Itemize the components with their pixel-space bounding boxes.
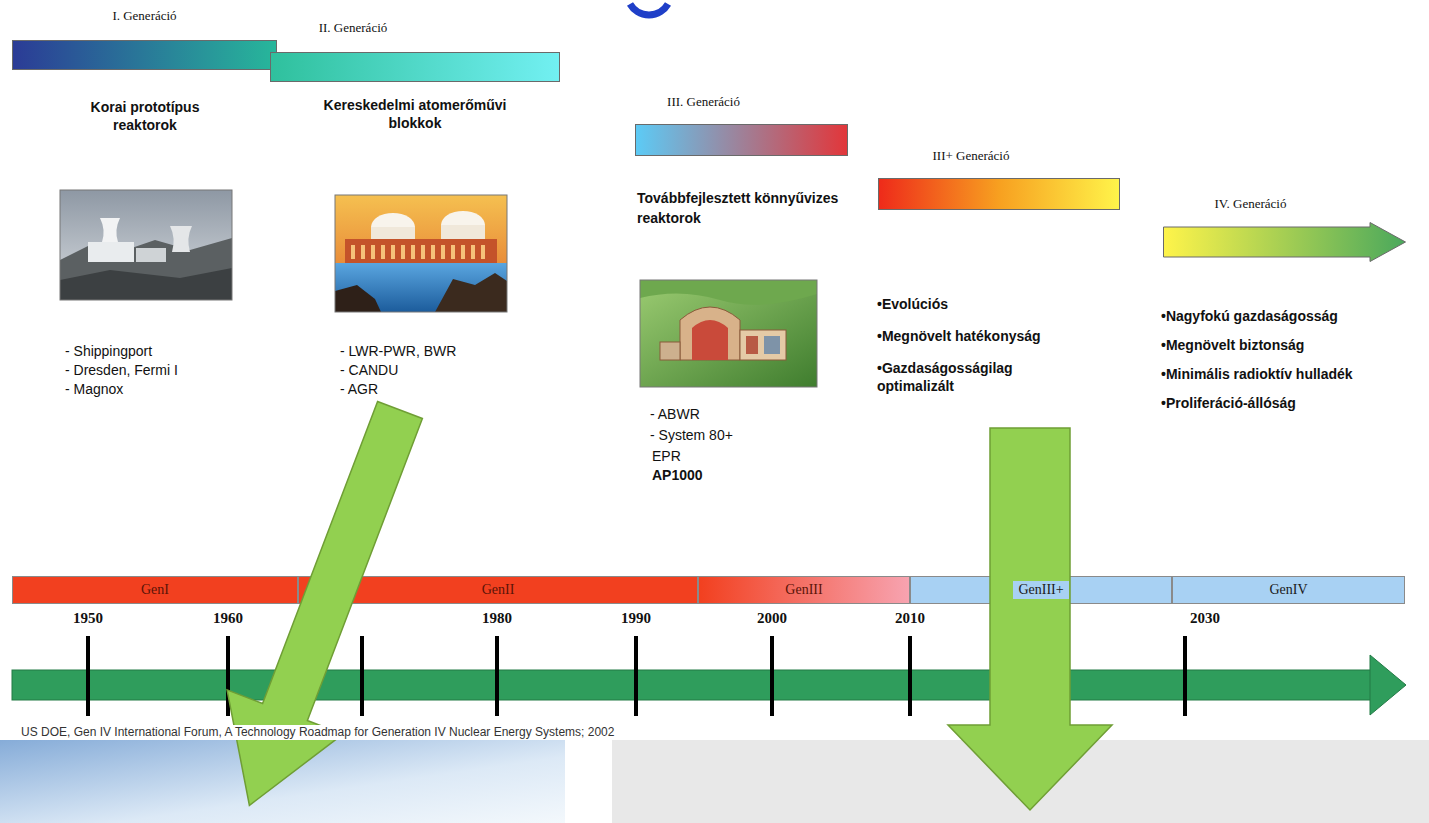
generation-title: III. Generáció bbox=[597, 94, 810, 110]
label-slot: 2010 bbox=[870, 609, 950, 627]
reactor-type: - Dresden, Fermi I bbox=[65, 361, 178, 379]
generation-arrow-bar bbox=[1163, 222, 1406, 262]
source-note: US DOE, Gen IV International Forum, A Te… bbox=[18, 725, 617, 740]
generation-title: IV. Generáció bbox=[1129, 196, 1372, 212]
band-label: GenIII+ bbox=[1013, 581, 1068, 599]
generation-bar bbox=[635, 124, 848, 156]
bottom-panel bbox=[612, 740, 1429, 823]
label-slot: •Proliferáció-állóság bbox=[1161, 394, 1423, 412]
reactor-photo bbox=[60, 190, 232, 300]
timeline-arrow bbox=[12, 655, 1406, 715]
label-slot: - Magnox bbox=[65, 380, 123, 398]
label-slot: •Nagyfokú gazdaságosság bbox=[1161, 307, 1423, 325]
feature-bullet: •Evolúciós bbox=[877, 295, 948, 313]
bar-shape bbox=[13, 41, 277, 70]
big-green-arrow bbox=[948, 428, 1112, 810]
feature-bullet: •Gazdaságosságilag optimalizált bbox=[877, 359, 1055, 395]
bottom-panel bbox=[0, 740, 565, 823]
bar-shape bbox=[271, 53, 560, 82]
label-slot: 1960 bbox=[188, 609, 268, 627]
reactor-photo bbox=[640, 280, 817, 387]
label-slot: •Megnövelt biztonság bbox=[1161, 336, 1423, 354]
generation-description: Kereskedelmi atomerőművi blokkok bbox=[312, 96, 518, 132]
label-slot: EPR bbox=[652, 447, 681, 465]
reactor-type: AP1000 bbox=[652, 466, 703, 484]
label-slot: 2000 bbox=[732, 609, 812, 627]
bar-shape bbox=[636, 125, 848, 156]
feature-bullet: •Megnövelt hatékonyság bbox=[877, 327, 1041, 345]
bar-shape bbox=[879, 179, 1120, 210]
generation-header: IV. Generáció bbox=[1163, 196, 1406, 262]
label-slot: Kereskedelmi atomerőművi blokkok bbox=[312, 96, 518, 132]
label-slot: Korai prototípus reaktorok bbox=[60, 98, 230, 134]
big-green-arrow bbox=[227, 402, 422, 806]
label-slot: - LWR-PWR, BWR bbox=[340, 342, 456, 360]
year-label: 1950 bbox=[48, 609, 128, 627]
reactor-type: - ABWR bbox=[650, 405, 700, 423]
generation-header: III+ Generáció bbox=[878, 148, 1120, 210]
label-slot: - ABWR bbox=[650, 405, 700, 423]
label-slot: 2030 bbox=[1165, 609, 1245, 627]
timeline-band: GenIII+ bbox=[910, 576, 1172, 604]
reactor-type: - Shippingport bbox=[65, 342, 152, 360]
band-label: GenIV bbox=[1264, 581, 1312, 599]
label-slot: - Shippingport bbox=[65, 342, 152, 360]
generation-title: II. Generáció bbox=[208, 20, 498, 36]
label-slot: •Evolúciós bbox=[877, 295, 948, 313]
feature-bullet: •Megnövelt biztonság bbox=[1161, 336, 1423, 354]
label-slot: •Megnövelt hatékonyság bbox=[877, 327, 1041, 345]
generation-header: I. Generáció bbox=[12, 8, 277, 70]
label-slot: •Gazdaságosságilag optimalizált bbox=[877, 359, 1055, 395]
timeline-band: GenI bbox=[12, 576, 298, 604]
label-slot: - Dresden, Fermi I bbox=[65, 361, 178, 379]
year-label: 1980 bbox=[457, 609, 537, 627]
year-label: 2030 bbox=[1165, 609, 1245, 627]
year-ticks bbox=[88, 636, 1185, 716]
timeline-band: GenII bbox=[298, 576, 698, 604]
generation-header: III. Generáció bbox=[635, 94, 848, 156]
label-slot: - CANDU bbox=[340, 361, 398, 379]
label-slot: 1950 bbox=[48, 609, 128, 627]
generation-bar bbox=[878, 178, 1120, 210]
arrow-bar-shape bbox=[1164, 223, 1406, 262]
label-slot: US DOE, Gen IV International Forum, A Te… bbox=[18, 722, 617, 740]
reactor-type: - AGR bbox=[340, 380, 378, 398]
reactor-type: EPR bbox=[652, 447, 681, 465]
reactor-type: - Magnox bbox=[65, 380, 123, 398]
label-slot: AP1000 bbox=[652, 466, 703, 484]
label-slot: •Minimális radioktív hulladék bbox=[1161, 365, 1423, 383]
year-label: 2010 bbox=[870, 609, 950, 627]
label-slot: - System 80+ bbox=[650, 426, 733, 444]
generation-description: Továbbfejlesztett könnyűvizes reaktorok bbox=[637, 188, 849, 228]
timeline-band: GenIII bbox=[698, 576, 910, 604]
reactor-type: - LWR-PWR, BWR bbox=[340, 342, 456, 360]
feature-bullet: •Proliferáció-állóság bbox=[1161, 394, 1423, 412]
label-slot: - AGR bbox=[340, 380, 378, 398]
label-slot: Továbbfejlesztett könnyűvizes reaktorok bbox=[637, 188, 849, 228]
generation-title: I. Generáció bbox=[12, 8, 277, 24]
reactor-photo bbox=[335, 195, 507, 312]
generation-description: Korai prototípus reaktorok bbox=[60, 98, 230, 134]
generation-bar bbox=[12, 40, 277, 70]
band-label: GenII bbox=[477, 581, 520, 599]
reactor-type: - CANDU bbox=[340, 361, 398, 379]
timeline-band: GenIV bbox=[1172, 576, 1405, 604]
title-fragment bbox=[630, 4, 668, 15]
band-label: GenIII bbox=[780, 581, 827, 599]
generation-title: III+ Generáció bbox=[850, 148, 1092, 164]
feature-bullet: •Minimális radioktív hulladék bbox=[1161, 365, 1423, 383]
generation-header: II. Generáció bbox=[270, 20, 560, 82]
feature-bullet: •Nagyfokú gazdaságosság bbox=[1161, 307, 1423, 325]
year-label: 1960 bbox=[188, 609, 268, 627]
year-label: 2000 bbox=[732, 609, 812, 627]
label-slot: 1980 bbox=[457, 609, 537, 627]
generation-bar bbox=[270, 52, 560, 82]
label-slot: 1990 bbox=[596, 609, 676, 627]
band-label: GenI bbox=[136, 581, 174, 599]
year-label: 1990 bbox=[596, 609, 676, 627]
reactor-type: - System 80+ bbox=[650, 426, 733, 444]
